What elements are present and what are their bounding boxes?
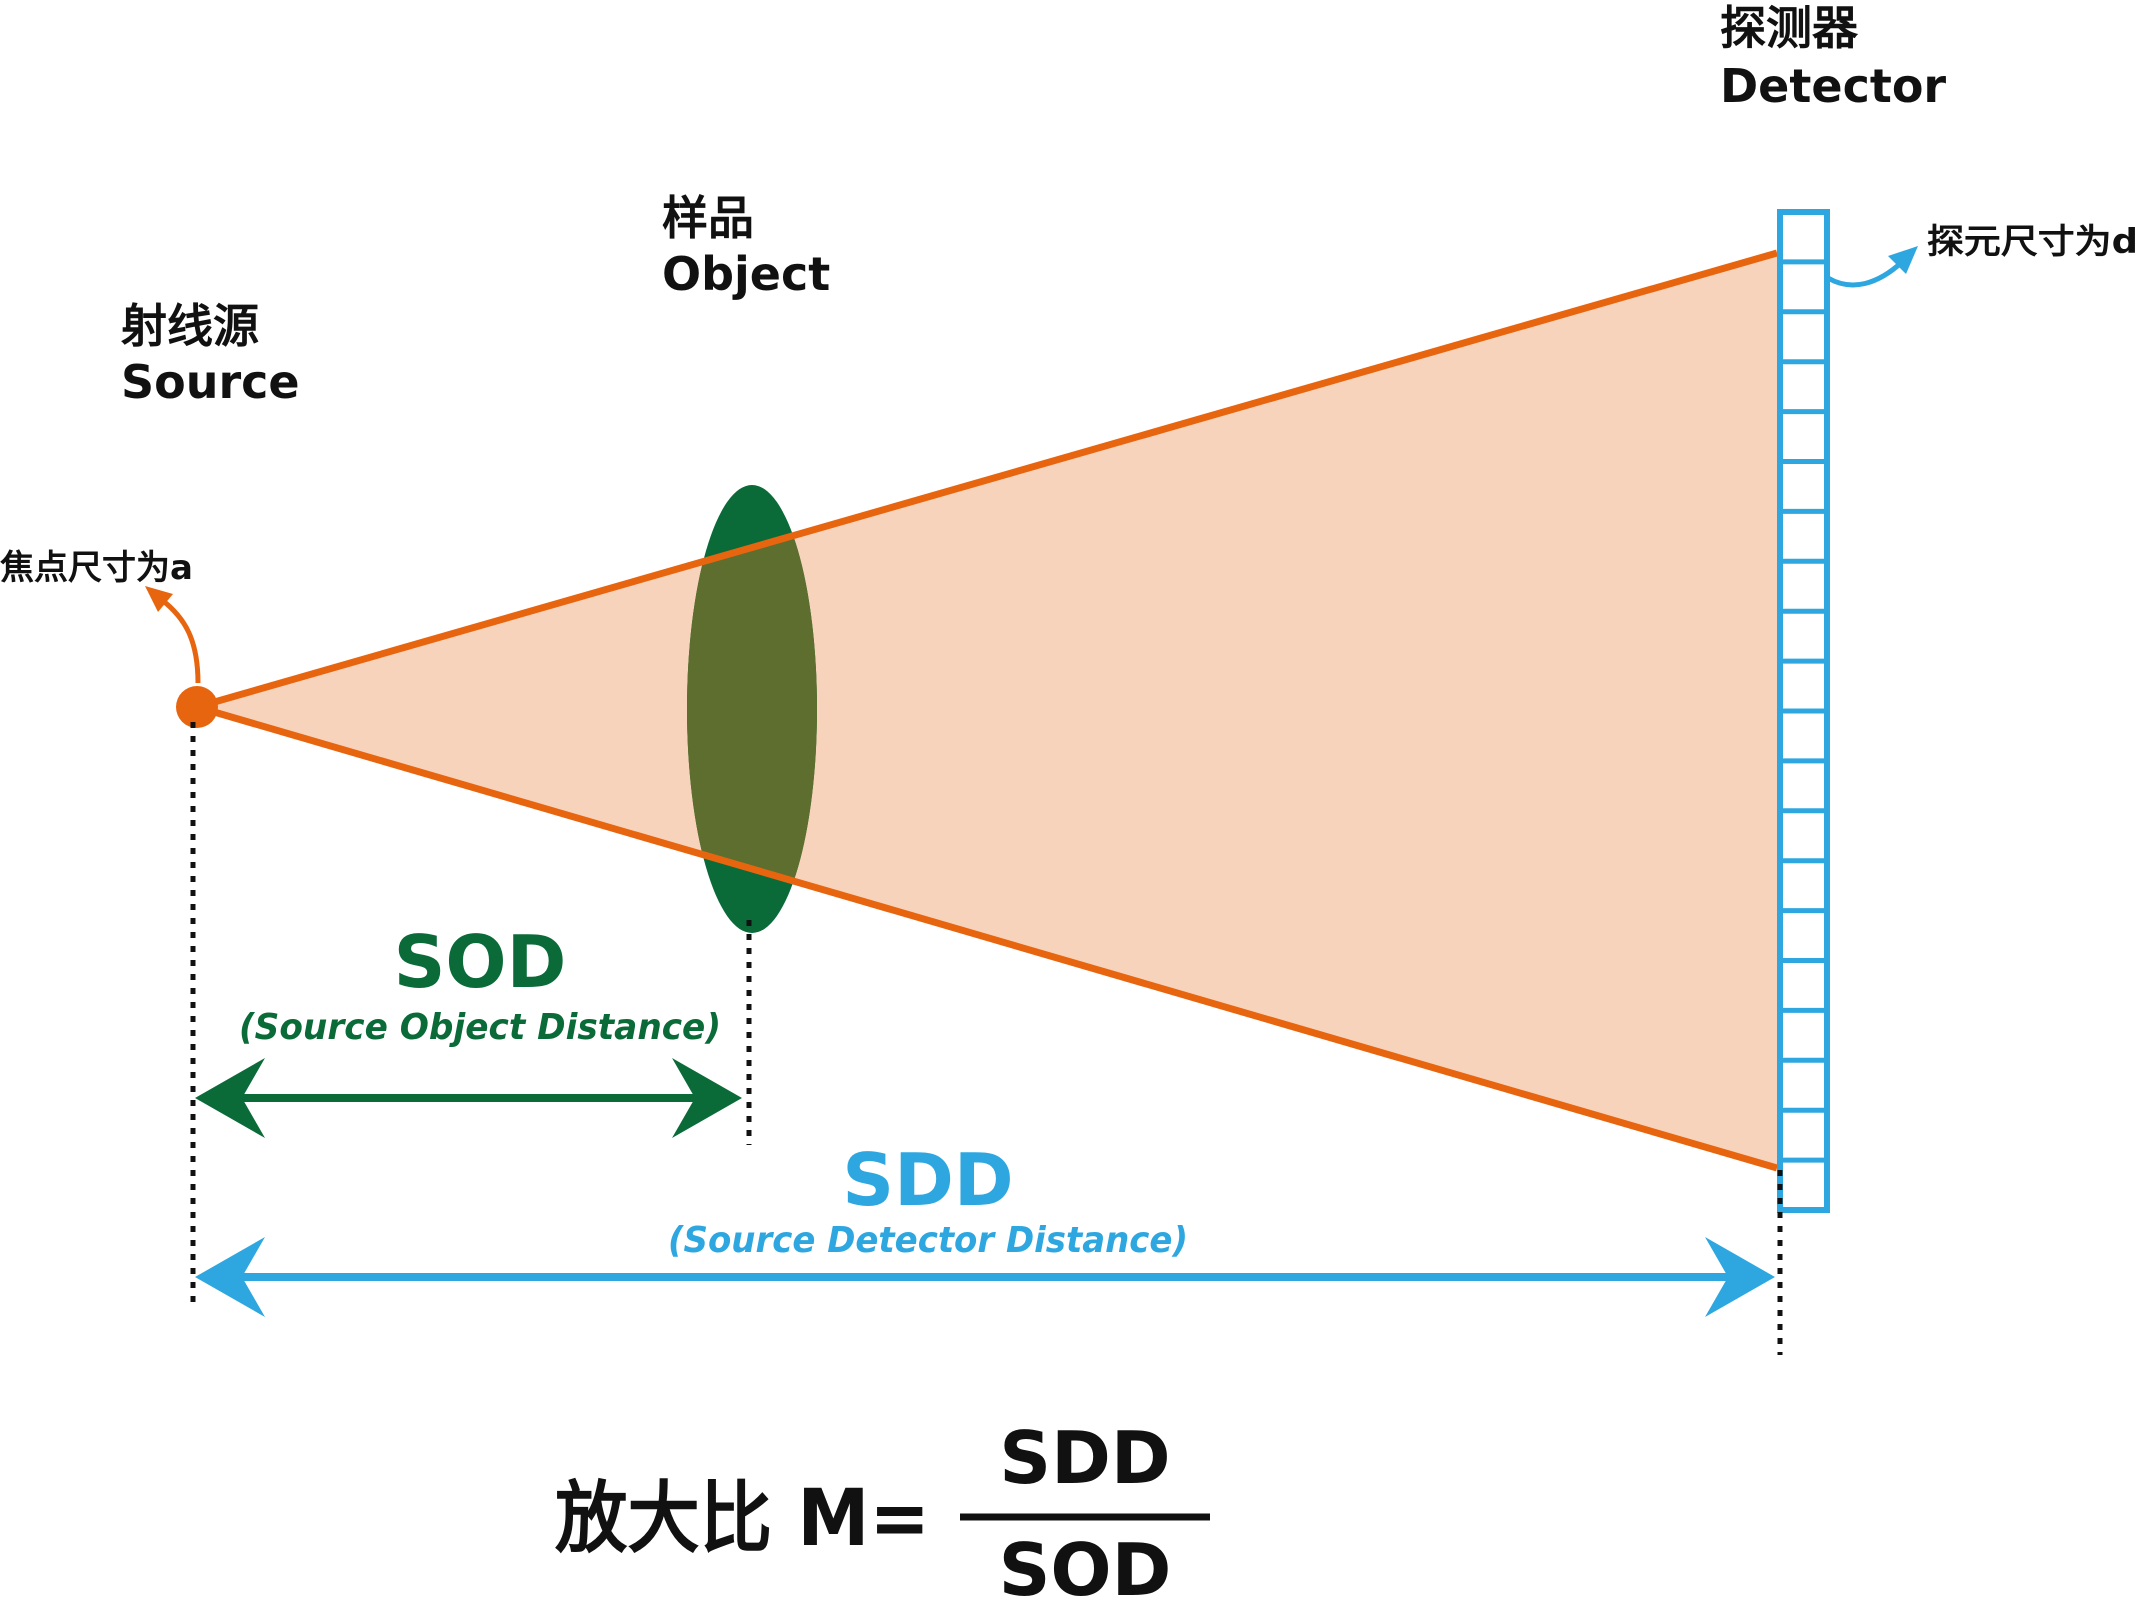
source-dot — [176, 686, 218, 728]
beam-edge-top — [196, 249, 1778, 711]
xray-beam-cone — [197, 253, 1777, 1168]
sod-label: SOD — [394, 920, 567, 1004]
object-label-en: Object — [662, 247, 830, 301]
focal-size-pointer-arrow — [145, 586, 201, 684]
sdd-full-label: (Source Detector Distance) — [668, 1220, 1188, 1261]
formula-prefix: 放大比 M= — [555, 1474, 930, 1564]
focal-size-label: 焦点尺寸为a — [0, 548, 193, 588]
object-ellipse-inner — [687, 485, 817, 933]
object-label-cn: 样品 — [662, 191, 754, 245]
detector-label-en: Detector — [1720, 59, 1946, 113]
source-label-cn: 射线源 — [121, 299, 259, 353]
pixel-size-pointer-arrow — [1826, 246, 1918, 288]
pixel-size-label: 探元尺寸为d — [1927, 222, 2138, 262]
formula-denominator: SOD — [999, 1528, 1172, 1612]
beam-edge-bottom — [196, 703, 1778, 1172]
source-label-en: Source — [121, 355, 300, 409]
detector-label-cn: 探测器 — [1720, 1, 1859, 55]
detector-array — [1777, 209, 1830, 1213]
sdd-arrow — [195, 1237, 1775, 1317]
formula-numerator: SDD — [999, 1416, 1170, 1500]
sdd-label: SDD — [842, 1138, 1013, 1222]
sod-full-label: (Source Object Distance) — [239, 1007, 721, 1048]
sod-arrow — [195, 1058, 742, 1138]
